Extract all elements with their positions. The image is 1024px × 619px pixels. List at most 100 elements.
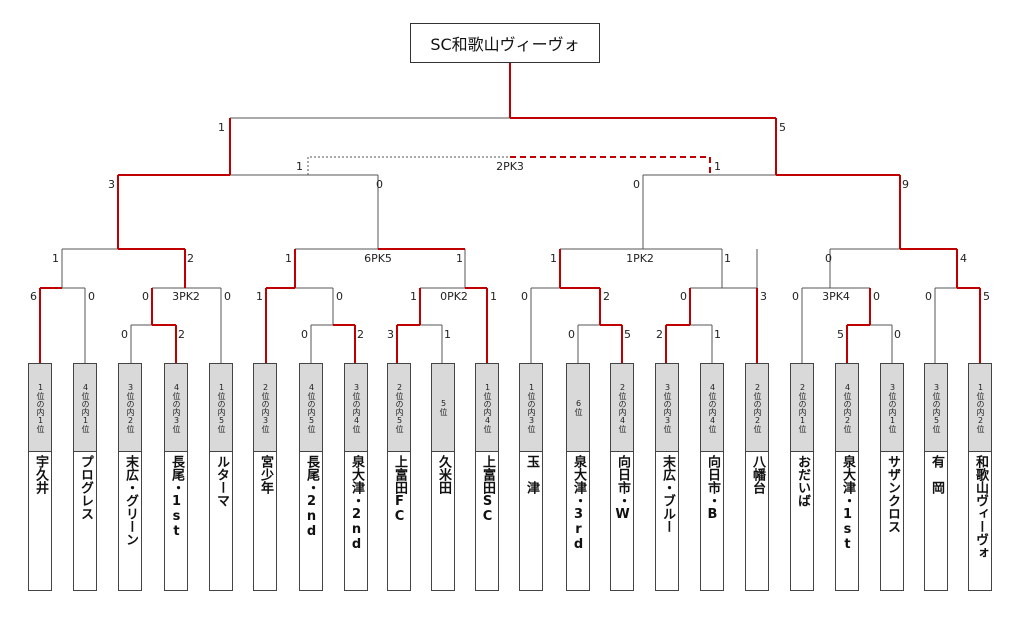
score-r2-g-right: 0 <box>873 290 880 303</box>
team-rank: 2位の内5位 <box>388 364 410 452</box>
team-rank: 2位の内1位 <box>791 364 813 452</box>
team-name: サザンクロス <box>885 455 900 533</box>
team-box: 2位の内2位八幡台 <box>745 363 769 591</box>
score-r3-b-pk: 6PK5 <box>364 252 392 265</box>
team-rank: 2位の内3位 <box>254 364 276 452</box>
score-r2-b-right: 0 <box>224 290 231 303</box>
team-rank: 3位の内4位 <box>345 364 367 452</box>
team-rank: 6位 <box>567 364 589 452</box>
team-box: 2位の内1位おだいば <box>790 363 814 591</box>
score-r3-b-right: 1 <box>456 252 463 265</box>
score-r3-c-right: 1 <box>724 252 731 265</box>
score-r2-g-left: 0 <box>792 290 799 303</box>
score-r3-d-right: 4 <box>960 252 967 265</box>
score-r3-c-pk: 1PK2 <box>626 252 654 265</box>
team-name: 末広・グリーン <box>123 455 138 546</box>
team-name: 八幡台 <box>750 455 765 494</box>
bracket-lines-win <box>39 63 981 363</box>
score-r2-c-right: 0 <box>336 290 343 303</box>
score-sf-right: 1 <box>714 160 721 173</box>
score-r2-d-left: 1 <box>410 290 417 303</box>
team-name: ルターマ <box>214 455 229 507</box>
team-box: 6位泉大津・3rd <box>566 363 590 591</box>
team-name: 宮少年 <box>258 455 273 494</box>
champion-box: SC和歌山ヴィーヴォ <box>410 23 600 63</box>
team-name: 泉大津・1st <box>840 455 855 552</box>
score-r1-t18-right: 0 <box>894 328 901 341</box>
score-r3-b-left: 1 <box>285 252 292 265</box>
score-r1-t18-left: 5 <box>837 328 844 341</box>
team-rank: 2位の内4位 <box>611 364 633 452</box>
team-name: 泉大津・3rd <box>571 455 586 552</box>
team-rank: 3位の内2位 <box>119 364 141 452</box>
team-name: プログレス <box>78 455 93 520</box>
score-r2-f-right: 3 <box>760 290 767 303</box>
team-box: 1位の内1位宇久井 <box>28 363 52 591</box>
bracket-lines-loss <box>61 117 957 363</box>
team-box: 2位の内4位向日市・W <box>610 363 634 591</box>
team-box: 4位の内5位長尾・2nd <box>299 363 323 591</box>
score-sf-left: 1 <box>296 160 303 173</box>
score-r1-t9-right: 1 <box>444 328 451 341</box>
team-box: 4位の内2位泉大津・1st <box>835 363 859 591</box>
score-r1-t7-left: 0 <box>301 328 308 341</box>
team-box: 3位の内2位末広・グリーン <box>118 363 142 591</box>
team-rank: 1位の内5位 <box>210 364 232 452</box>
team-box: 2位の内3位宮少年 <box>253 363 277 591</box>
score-final-left: 1 <box>218 121 225 134</box>
team-name: 長尾・2nd <box>304 455 319 539</box>
team-box: 1位の内3位玉 津 <box>519 363 543 591</box>
score-r2-a-right: 0 <box>88 290 95 303</box>
score-final-right: 5 <box>779 121 786 134</box>
team-name: 泉大津・2nd <box>349 455 364 552</box>
score-r2-b-pk: 3PK2 <box>172 290 200 303</box>
score-qf-b-left: 0 <box>633 178 640 191</box>
score-r1-t7-right: 2 <box>357 328 364 341</box>
team-name: 玉 津 <box>524 455 539 494</box>
team-rank: 3位の内1位 <box>881 364 903 452</box>
team-name: おだいば <box>795 455 810 507</box>
team-rank: 4位の内3位 <box>165 364 187 452</box>
team-rank: 2位の内2位 <box>746 364 768 452</box>
team-box: 1位の内5位ルターマ <box>209 363 233 591</box>
team-rank: 1位の内1位 <box>29 364 51 452</box>
team-rank: 3位の内3位 <box>656 364 678 452</box>
score-r2-g-pk: 3PK4 <box>822 290 850 303</box>
team-name: 有 岡 <box>929 455 944 494</box>
team-rank: 1位の内4位 <box>476 364 498 452</box>
team-rank: 5位 <box>432 364 454 452</box>
score-r1-t13-left: 0 <box>568 328 575 341</box>
score-r3-c-left: 1 <box>550 252 557 265</box>
team-name: 宇久井 <box>33 455 48 494</box>
team-box: 3位の内3位末広・ブルー <box>655 363 679 591</box>
score-r3-d-left: 0 <box>825 252 832 265</box>
score-r2-f-left: 0 <box>680 290 687 303</box>
team-box: 2位の内5位上富田FC <box>387 363 411 591</box>
team-rank: 3位の内5位 <box>925 364 947 452</box>
score-r2-h-left: 0 <box>925 290 932 303</box>
score-r2-e-right: 2 <box>603 290 610 303</box>
score-qf-a-left: 3 <box>108 178 115 191</box>
score-r1-t9-left: 3 <box>387 328 394 341</box>
score-r1-t14-right: 1 <box>714 328 721 341</box>
team-rank: 1位の内3位 <box>520 364 542 452</box>
score-r1-t2-right: 2 <box>178 328 185 341</box>
score-r1-t13-right: 5 <box>624 328 631 341</box>
team-name: 向日市・W <box>615 455 630 522</box>
team-name: 長尾・1st <box>169 455 184 539</box>
team-box: 1位の内4位上富田SC <box>475 363 499 591</box>
team-name: 和歌山ヴィーヴォ <box>973 455 988 559</box>
semifinal-connector <box>307 156 711 175</box>
score-labels: 1 5 1 2PK3 1 3 0 0 9 1 2 1 6PK5 1 1 1PK2… <box>30 121 990 341</box>
team-box: 4位の内3位長尾・1st <box>164 363 188 591</box>
team-name: 上富田SC <box>480 455 495 524</box>
score-r2-a-left: 6 <box>30 290 37 303</box>
score-r1-t2-left: 0 <box>121 328 128 341</box>
score-r3-a-left: 1 <box>52 252 59 265</box>
team-name: 上富田FC <box>392 455 407 524</box>
champion-name: SC和歌山ヴィーヴォ <box>430 35 580 54</box>
team-box: 5位久米田 <box>431 363 455 591</box>
score-qf-a-right: 0 <box>376 178 383 191</box>
